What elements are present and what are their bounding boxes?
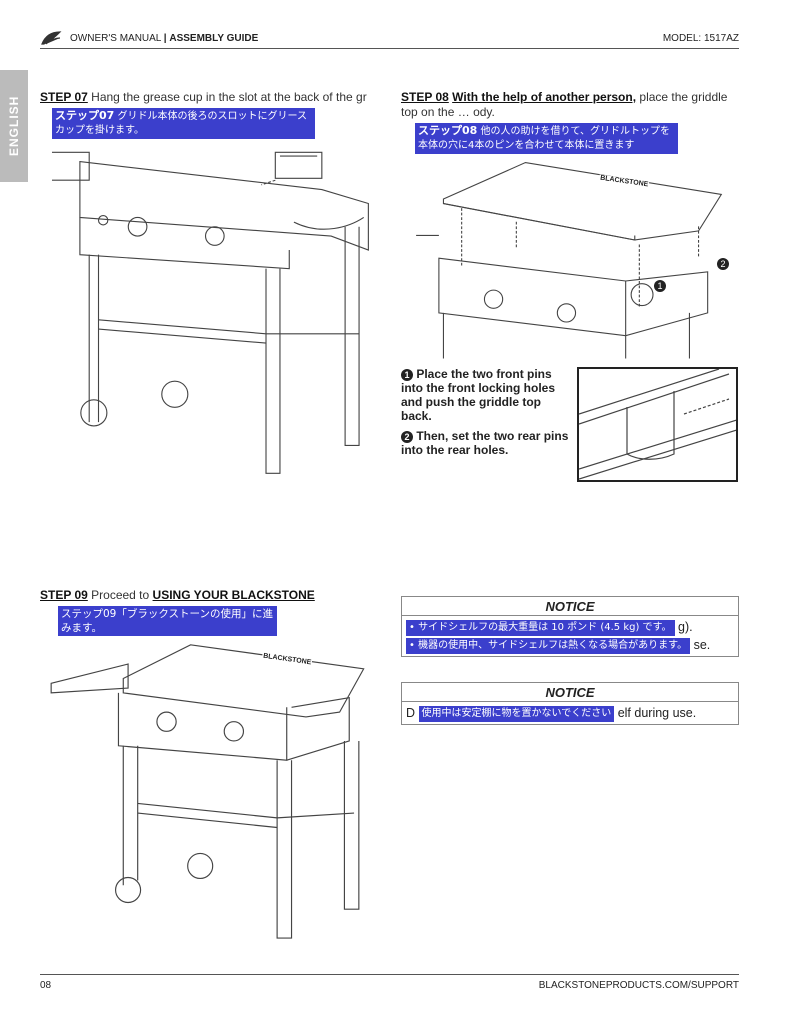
notice-title: NOTICE xyxy=(402,683,738,702)
separator: | xyxy=(163,33,167,44)
guide-label: ASSEMBLY GUIDE xyxy=(169,33,259,44)
notice2-translation: 使用中は安定棚に物を置かないでください xyxy=(418,705,615,722)
step07-column: STEP 07 Hang the grease cup in the slot … xyxy=(40,90,385,478)
step09-text: STEP 09 Proceed to USING YOUR BLACKSTONE xyxy=(40,588,315,602)
step08-column: STEP 08 With the help of another person,… xyxy=(401,90,741,482)
instruction-2: 2 Then, set the two rear pins into the r… xyxy=(401,429,569,457)
step08-text: STEP 08 With the help of another person,… xyxy=(401,90,728,119)
notice1-line2-tail: se. xyxy=(693,638,711,652)
support-url[interactable]: BLACKSTONEPRODUCTS.COM/SUPPORT xyxy=(538,980,739,991)
manual-label: OWNER'S MANUAL xyxy=(70,33,161,44)
notice-title: NOTICE xyxy=(402,597,738,616)
header-divider xyxy=(40,48,739,49)
step08-illustration xyxy=(416,161,723,359)
callout-1: 1 xyxy=(654,280,666,292)
notice1-line1-tail: g). xyxy=(678,620,693,634)
step07-text: STEP 07 Hang the grease cup in the slot … xyxy=(40,90,367,104)
step09-illustration xyxy=(50,644,365,939)
step09-column: STEP 09 Proceed to USING YOUR BLACKSTONE… xyxy=(40,588,385,940)
notice-box-2: NOTICE D 使用中は安定棚に物を置かないでください elf during … xyxy=(401,682,739,725)
footer-divider xyxy=(40,974,739,975)
instruction-1: 1 Place the two front pins into the fron… xyxy=(401,367,555,423)
step09-translation: ステップ09「ブラックストーンの使用」に進みます。 xyxy=(58,606,277,636)
notice-box-1: NOTICE • サイドシェルフの最大重量は 10 ポンド (4.5 kg) で… xyxy=(401,596,739,657)
detail-inset xyxy=(577,367,738,482)
notice2-tail: elf during use. xyxy=(617,706,697,720)
notice1-translation-1: • サイドシェルフの最大重量は 10 ポンド (4.5 kg) です。 xyxy=(406,619,675,636)
model-number: MODEL: 1517AZ xyxy=(662,33,739,44)
logo-icon xyxy=(40,30,62,46)
step07-illustration xyxy=(51,151,369,474)
notice2-head: D xyxy=(406,706,416,720)
step08-translation: ステップ08 他の人の助けを借りて、グリドルトップを本体の穴に4本のピンを合わせ… xyxy=(415,123,678,154)
step07-translation: ステップ07 グリドル本体の後ろのスロットにグリースカップを掛けます。 xyxy=(52,108,315,139)
header-title: OWNER'S MANUAL | ASSEMBLY GUIDE xyxy=(70,33,258,44)
notice1-translation-2: • 機器の使用中、サイドシェルフは熱くなる場合があります。 xyxy=(406,637,691,654)
callout-2: 2 xyxy=(717,258,729,270)
language-tab[interactable]: ENGLISH xyxy=(0,70,28,182)
page-number: 08 xyxy=(40,980,52,991)
